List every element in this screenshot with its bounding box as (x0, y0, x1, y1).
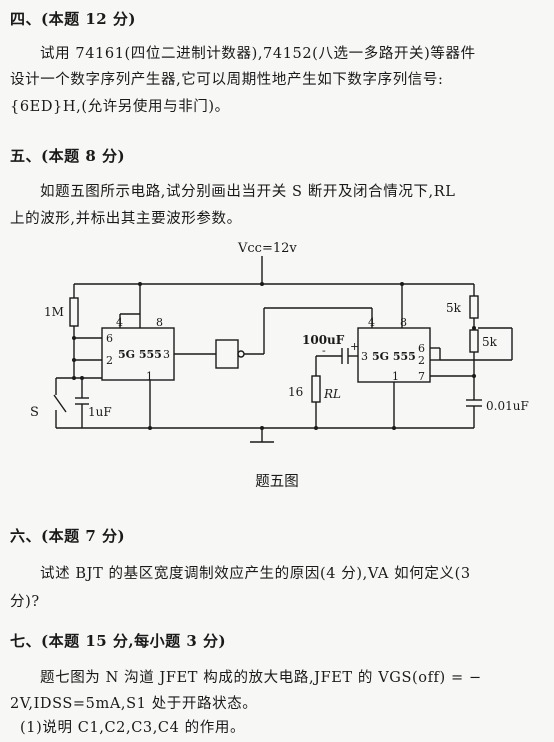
q7-line-1: 题七图为 N 沟道 JFET 构成的放大电路,JFET 的 VGS(off) =… (40, 670, 482, 686)
q4-line-3: {6ED}H,(允许另使用与非门)。 (10, 99, 230, 115)
q4-line-1: 试用 74161(四位二进制计数器),74152(八选一多路开关)等器件 (40, 46, 476, 62)
q6-line-2: 分)? (10, 594, 40, 610)
rl-label: RL (323, 387, 341, 401)
resistor-5k-top (469, 295, 479, 319)
chip2-pin8: 8 (400, 316, 407, 329)
q5-line-1: 如题五图所示电路,试分别画出当开关 S 断开及闭合情况下,RL (40, 184, 456, 200)
capacitor-plus: + (350, 340, 359, 353)
q7-line-3: (1)说明 C1,C2,C3,C4 的作用。 (20, 720, 246, 736)
q4-line-2: 设计一个数字序列产生器,它可以周期性地产生如下数字序列信号: (10, 72, 444, 88)
q6-line-1: 试述 BJT 的基区宽度调制效应产生的原因(4 分),VA 如何定义(3 (40, 566, 471, 582)
rl-value-label: 16 (288, 385, 303, 399)
chip2-pin1: 1 (392, 370, 399, 383)
resistor-rl (311, 375, 321, 403)
capacitor-1uf-label: 1uF (88, 405, 112, 419)
resistor-5k-bottom (469, 329, 479, 353)
chip1-pin8: 8 (156, 316, 163, 329)
chip1-pin1: 1 (146, 370, 153, 383)
q6-heading: 六、(本题 7 分) (10, 527, 126, 545)
chip2-pin3: 3 (361, 350, 368, 363)
chip2-pin7: 7 (418, 370, 425, 383)
chip1-pin2: 2 (106, 354, 113, 367)
resistor-5k-bottom-label: 5k (482, 335, 498, 349)
switch-label: S (30, 405, 39, 420)
capacitor-100uf-label: 100uF (302, 333, 345, 347)
inverter-gate (215, 339, 239, 369)
vcc-label: Vcc=12v (237, 241, 297, 256)
resistor-1m (69, 297, 79, 327)
chip2-pin2: 2 (418, 354, 425, 367)
chip1-pin6: 6 (106, 332, 113, 345)
q7-line-2: 2V,IDSS=5mA,S1 处于开路状态。 (10, 696, 258, 712)
capacitor-minus: - (322, 344, 326, 357)
q7-heading: 七、(本题 15 分,每小题 3 分) (10, 632, 227, 650)
chip2-label: 5G 555 (372, 350, 416, 363)
chip1-pin3: 3 (163, 348, 170, 361)
resistor-5k-top-label: 5k (446, 301, 462, 315)
q4-heading: 四、(本题 12 分) (10, 10, 137, 28)
resistor-1m-label: 1M (44, 305, 64, 319)
q5-heading: 五、(本题 8 分) (10, 147, 126, 165)
q5-line-2: 上的波形,并标出其主要波形参数。 (10, 211, 242, 227)
figure-caption: 题五图 (255, 474, 299, 490)
chip2-pin4: 4 (368, 316, 375, 329)
capacitor-001uf-label: 0.01uF (486, 399, 529, 413)
chip1-label: 5G 555 (118, 348, 162, 361)
circuit-diagram: Vcc=12v 1M 4 8 6 2 5G 555 3 1 S 1uF 100u… (30, 241, 529, 443)
chip1-pin4: 4 (116, 316, 123, 329)
chip2-pin6: 6 (418, 342, 425, 355)
